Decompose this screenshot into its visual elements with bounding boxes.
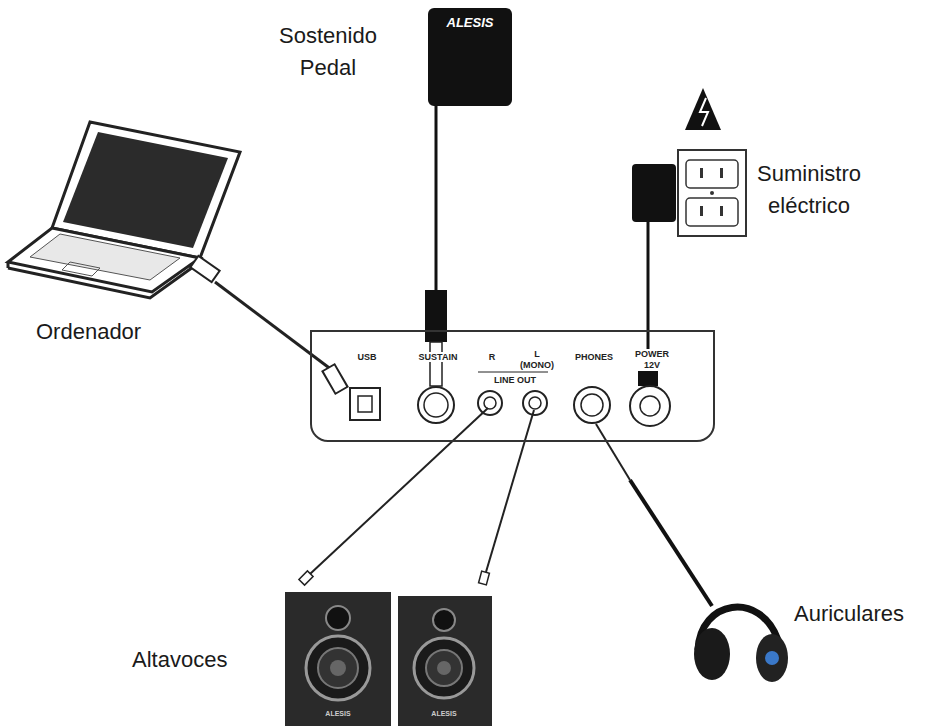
device-label: Auriculares <box>794 598 934 630</box>
speakers <box>285 592 492 726</box>
device-label: Suministro eléctrico <box>744 158 874 222</box>
device-label: Altavoces <box>132 644 262 676</box>
port-label: R <box>481 352 503 363</box>
usb-cable <box>190 256 347 394</box>
port-label: L (MONO) <box>516 349 558 371</box>
port-label: POWER 12V <box>629 349 675 371</box>
brand-logo: ALESIS <box>432 14 508 33</box>
power-supply <box>632 88 746 386</box>
brand-logo: ALESIS <box>424 710 464 717</box>
device-label: Ordenador <box>36 316 166 348</box>
device-label: Sostenido Pedal <box>268 20 388 84</box>
rear-panel: USB SUSTAIN R L (MONO) LINE OUT PHONES POWER 1… <box>310 330 715 442</box>
port-label: USB <box>349 352 385 363</box>
headphones <box>596 424 788 682</box>
port-label: LINE OUT <box>484 375 546 386</box>
port-label: SUSTAIN <box>409 352 467 363</box>
speaker-cables <box>299 408 534 585</box>
brand-logo: ALESIS <box>318 710 358 717</box>
rear-panel-jacks <box>350 372 670 426</box>
laptop-illustration <box>8 122 240 298</box>
port-label: PHONES <box>568 352 620 363</box>
